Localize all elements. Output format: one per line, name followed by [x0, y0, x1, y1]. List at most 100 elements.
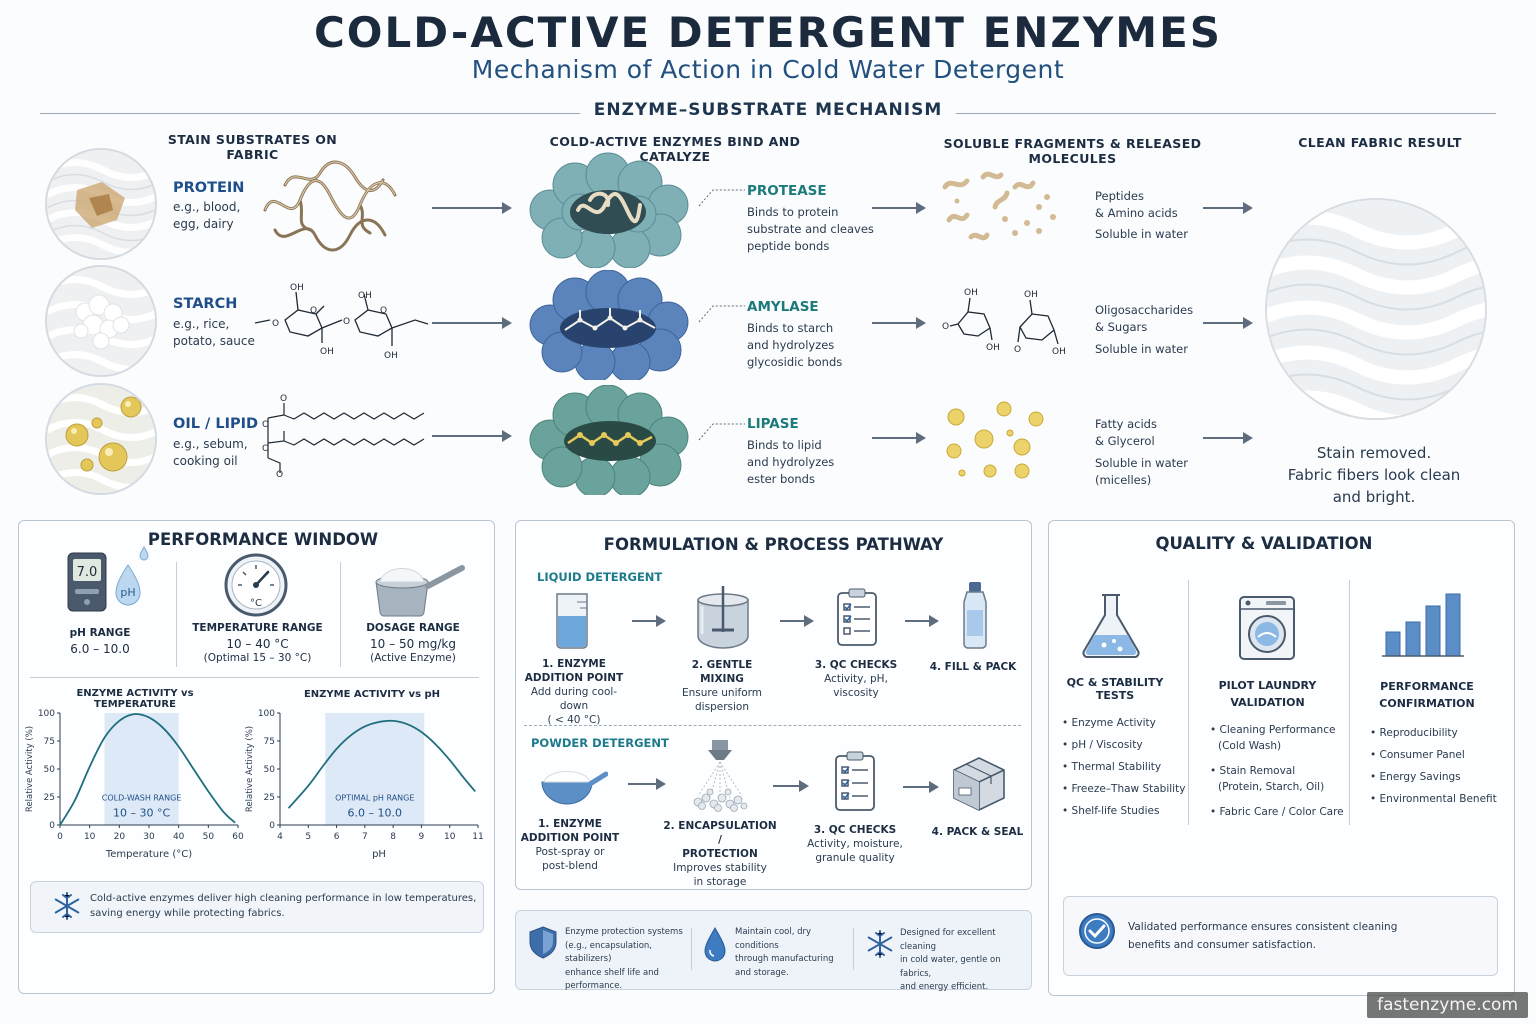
band-value: 6.0 – 10.0 — [348, 806, 402, 819]
arrow-right — [872, 317, 926, 329]
svg-text:O: O — [380, 306, 387, 316]
quality-note-box — [1063, 896, 1498, 976]
water-drop-icon — [704, 927, 726, 962]
powder-bowl-icon — [541, 771, 608, 805]
x-tick-label: 9 — [419, 832, 425, 842]
svg-text:OH: OH — [358, 291, 372, 301]
substrate-desc: e.g., rice,potato, sauce — [173, 317, 255, 348]
x-tick-label: 50 — [203, 832, 215, 842]
y-tick-label: 75 — [44, 737, 55, 747]
y-axis-label: Relative Activity (%) — [25, 726, 35, 812]
band-label: OPTIMAL pH RANGE — [335, 793, 414, 802]
list-item: (Cold Wash) — [1218, 740, 1282, 752]
clipboard-checklist-icon — [835, 751, 875, 811]
svg-text:OH: OH — [290, 283, 304, 293]
x-tick-label: 11 — [472, 832, 483, 842]
formulation-note: Enzyme protection systems(e.g., encapsul… — [565, 927, 683, 991]
pilot-laundry-list: Cleaning Performance(Cold Wash)Stain Rem… — [1210, 722, 1345, 820]
x-axis-label: Temperature (°C) — [105, 849, 192, 860]
enzyme-name: LIPASE — [747, 416, 799, 432]
substrate-desc: e.g., blood,egg, dairy — [173, 200, 241, 231]
list-item: Environmental Benefit — [1370, 788, 1510, 810]
svg-text:O: O — [276, 470, 283, 478]
x-tick-label: 20 — [114, 832, 126, 842]
svg-text:O: O — [262, 420, 269, 430]
powder-detergent-label: POWDER DETERGENT — [531, 736, 669, 750]
svg-text:O: O — [310, 306, 317, 316]
chart-title: ENZYME ACTIVITY vs pH — [303, 689, 441, 700]
substrate-name: PROTEIN — [173, 180, 245, 196]
list-item: Reproducibility — [1370, 722, 1510, 744]
arrow-right — [432, 430, 512, 442]
performance-bar-chart-icon — [1382, 593, 1464, 657]
y-tick-label: 100 — [258, 709, 275, 719]
list-item: Stain Removal — [1210, 763, 1345, 779]
svg-text:O: O — [343, 317, 350, 327]
band-value: 10 – 30 °C — [113, 806, 170, 819]
list-item: Fabric Care / Color Care — [1210, 804, 1345, 820]
chart-title: ENZYME ACTIVITY vs TEMPERATURE — [76, 688, 194, 710]
col-head-enzymes: COLD-ACTIVE ENZYMES BIND AND CATALYZE — [549, 134, 801, 164]
spray-encapsulation-icon — [693, 740, 748, 812]
arrow-right — [1203, 317, 1253, 329]
quality-note: Validated performance ensures consistent… — [1128, 921, 1398, 951]
col-head-result: CLEAN FABRIC RESULT — [1298, 135, 1462, 150]
panel-title: FORMULATION & PROCESS PATHWAY — [603, 535, 944, 554]
clipboard-checklist-icon — [837, 588, 877, 646]
svg-text:O: O — [942, 322, 949, 332]
x-tick-label: 6 — [334, 832, 340, 842]
arrow-right — [432, 317, 512, 329]
enzyme-name: PROTEASE — [747, 183, 827, 199]
list-item: pH / Viscosity — [1062, 734, 1187, 756]
formulation-panel — [515, 520, 1032, 890]
svg-text:O: O — [272, 319, 279, 329]
list-item: Freeze–Thaw Stability — [1062, 778, 1187, 800]
arrow-right — [872, 202, 926, 214]
svg-text:°C: °C — [250, 598, 262, 609]
arrow-right — [632, 615, 666, 627]
list-item: Consumer Panel — [1370, 744, 1510, 766]
package-box-icon — [953, 757, 1005, 811]
x-tick-label: 10 — [84, 832, 96, 842]
formulation-notes-box — [515, 910, 1032, 990]
dashed-divider — [524, 725, 1021, 726]
svg-text:OH: OH — [1024, 290, 1038, 300]
y-tick-label: 100 — [38, 709, 55, 719]
x-tick-label: 0 — [57, 832, 63, 842]
connector-dotted — [698, 189, 745, 207]
arrow-right — [780, 615, 814, 627]
protein-ribbon-icon — [263, 160, 397, 252]
arrow-right — [1203, 202, 1253, 214]
starch-stain-fabric — [45, 265, 157, 377]
watermark: fastenzyme.com — [1367, 992, 1528, 1018]
divider — [691, 928, 692, 970]
beaker-icon — [556, 593, 588, 649]
optimal-band — [325, 713, 425, 825]
fatty-acid-droplets-icon — [946, 401, 1044, 479]
x-axis-label: pH — [372, 849, 386, 860]
ph-meter-icon: 7.0 pH — [67, 546, 149, 612]
svg-text:OH: OH — [320, 347, 334, 357]
clean-fabric-circle — [1265, 198, 1487, 420]
y-tick-label: 50 — [264, 765, 276, 775]
substrate-name: STARCH — [173, 296, 238, 312]
qc-stability-heading: QC & STABILITY TESTS — [1066, 676, 1164, 702]
svg-text:OH: OH — [964, 288, 978, 298]
list-item: Energy Savings — [1370, 766, 1510, 788]
amylase-enzyme-icon — [529, 270, 689, 380]
peptide-fragments-icon — [942, 171, 1056, 241]
liquid-detergent-label: LIQUID DETERGENT — [537, 570, 663, 584]
